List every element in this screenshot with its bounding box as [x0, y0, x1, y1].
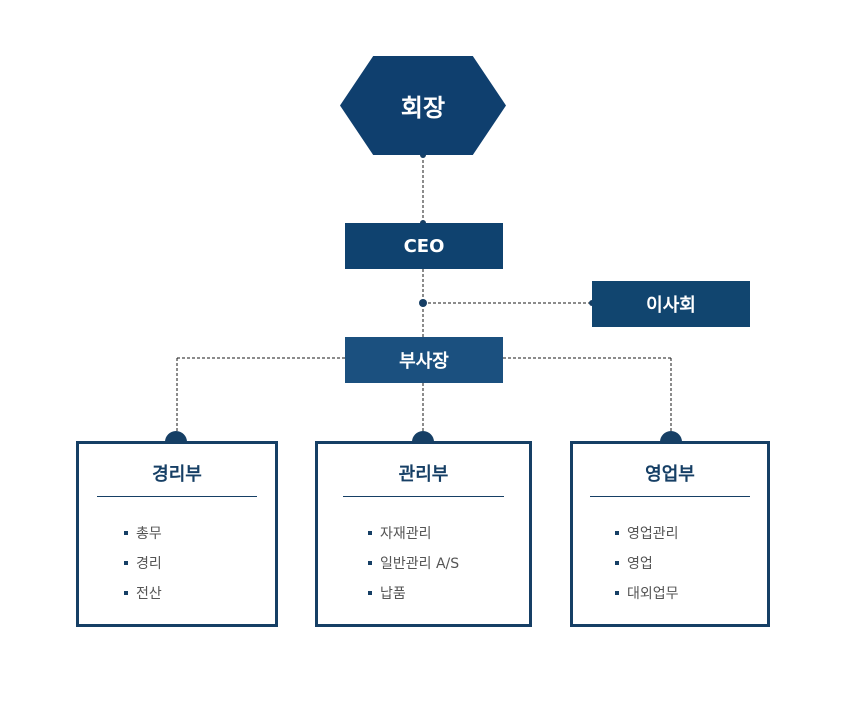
duty-item: 납품 — [368, 579, 529, 609]
connector-cap — [412, 431, 434, 442]
ceo-label: CEO — [403, 235, 445, 257]
board-node: 이사회 — [592, 281, 750, 327]
bullet-icon — [124, 561, 128, 565]
bullet-icon — [368, 561, 372, 565]
department-title: 경리부 — [97, 460, 257, 497]
department-duty-list: 영업관리 영업 대외업무 — [573, 519, 767, 609]
department-duty-list: 자재관리 일반관리 A/S 납품 — [318, 519, 529, 609]
duty-item: 영업 — [615, 549, 767, 579]
bullet-icon — [368, 531, 372, 535]
ceo-node: CEO — [345, 223, 503, 269]
department-title: 영업부 — [590, 460, 750, 497]
department-box-accounting: 경리부 총무 경리 전산 — [76, 441, 278, 627]
department-title: 관리부 — [343, 460, 504, 497]
bullet-icon — [368, 591, 372, 595]
connector-dot — [419, 299, 427, 307]
duty-item: 경리 — [124, 549, 275, 579]
duty-item: 전산 — [124, 579, 275, 609]
vice-president-label: 부사장 — [399, 351, 449, 372]
bullet-icon — [615, 561, 619, 565]
department-box-management: 관리부 자재관리 일반관리 A/S 납품 — [315, 441, 532, 627]
duty-item: 자재관리 — [368, 519, 529, 549]
chairman-node: 회장 — [340, 56, 506, 155]
connector-cap — [660, 431, 682, 442]
department-box-sales: 영업부 영업관리 영업 대외업무 — [570, 441, 770, 627]
bullet-icon — [615, 591, 619, 595]
duty-item: 대외업무 — [615, 579, 767, 609]
duty-item: 일반관리 A/S — [368, 549, 529, 579]
board-label: 이사회 — [646, 295, 696, 316]
department-duty-list: 총무 경리 전산 — [79, 519, 275, 609]
bullet-icon — [124, 591, 128, 595]
duty-item: 총무 — [124, 519, 275, 549]
bullet-icon — [124, 531, 128, 535]
connector-cap — [165, 431, 187, 442]
bullet-icon — [615, 531, 619, 535]
chairman-label: 회장 — [400, 94, 446, 122]
vice-president-node: 부사장 — [345, 337, 503, 383]
duty-item: 영업관리 — [615, 519, 767, 549]
